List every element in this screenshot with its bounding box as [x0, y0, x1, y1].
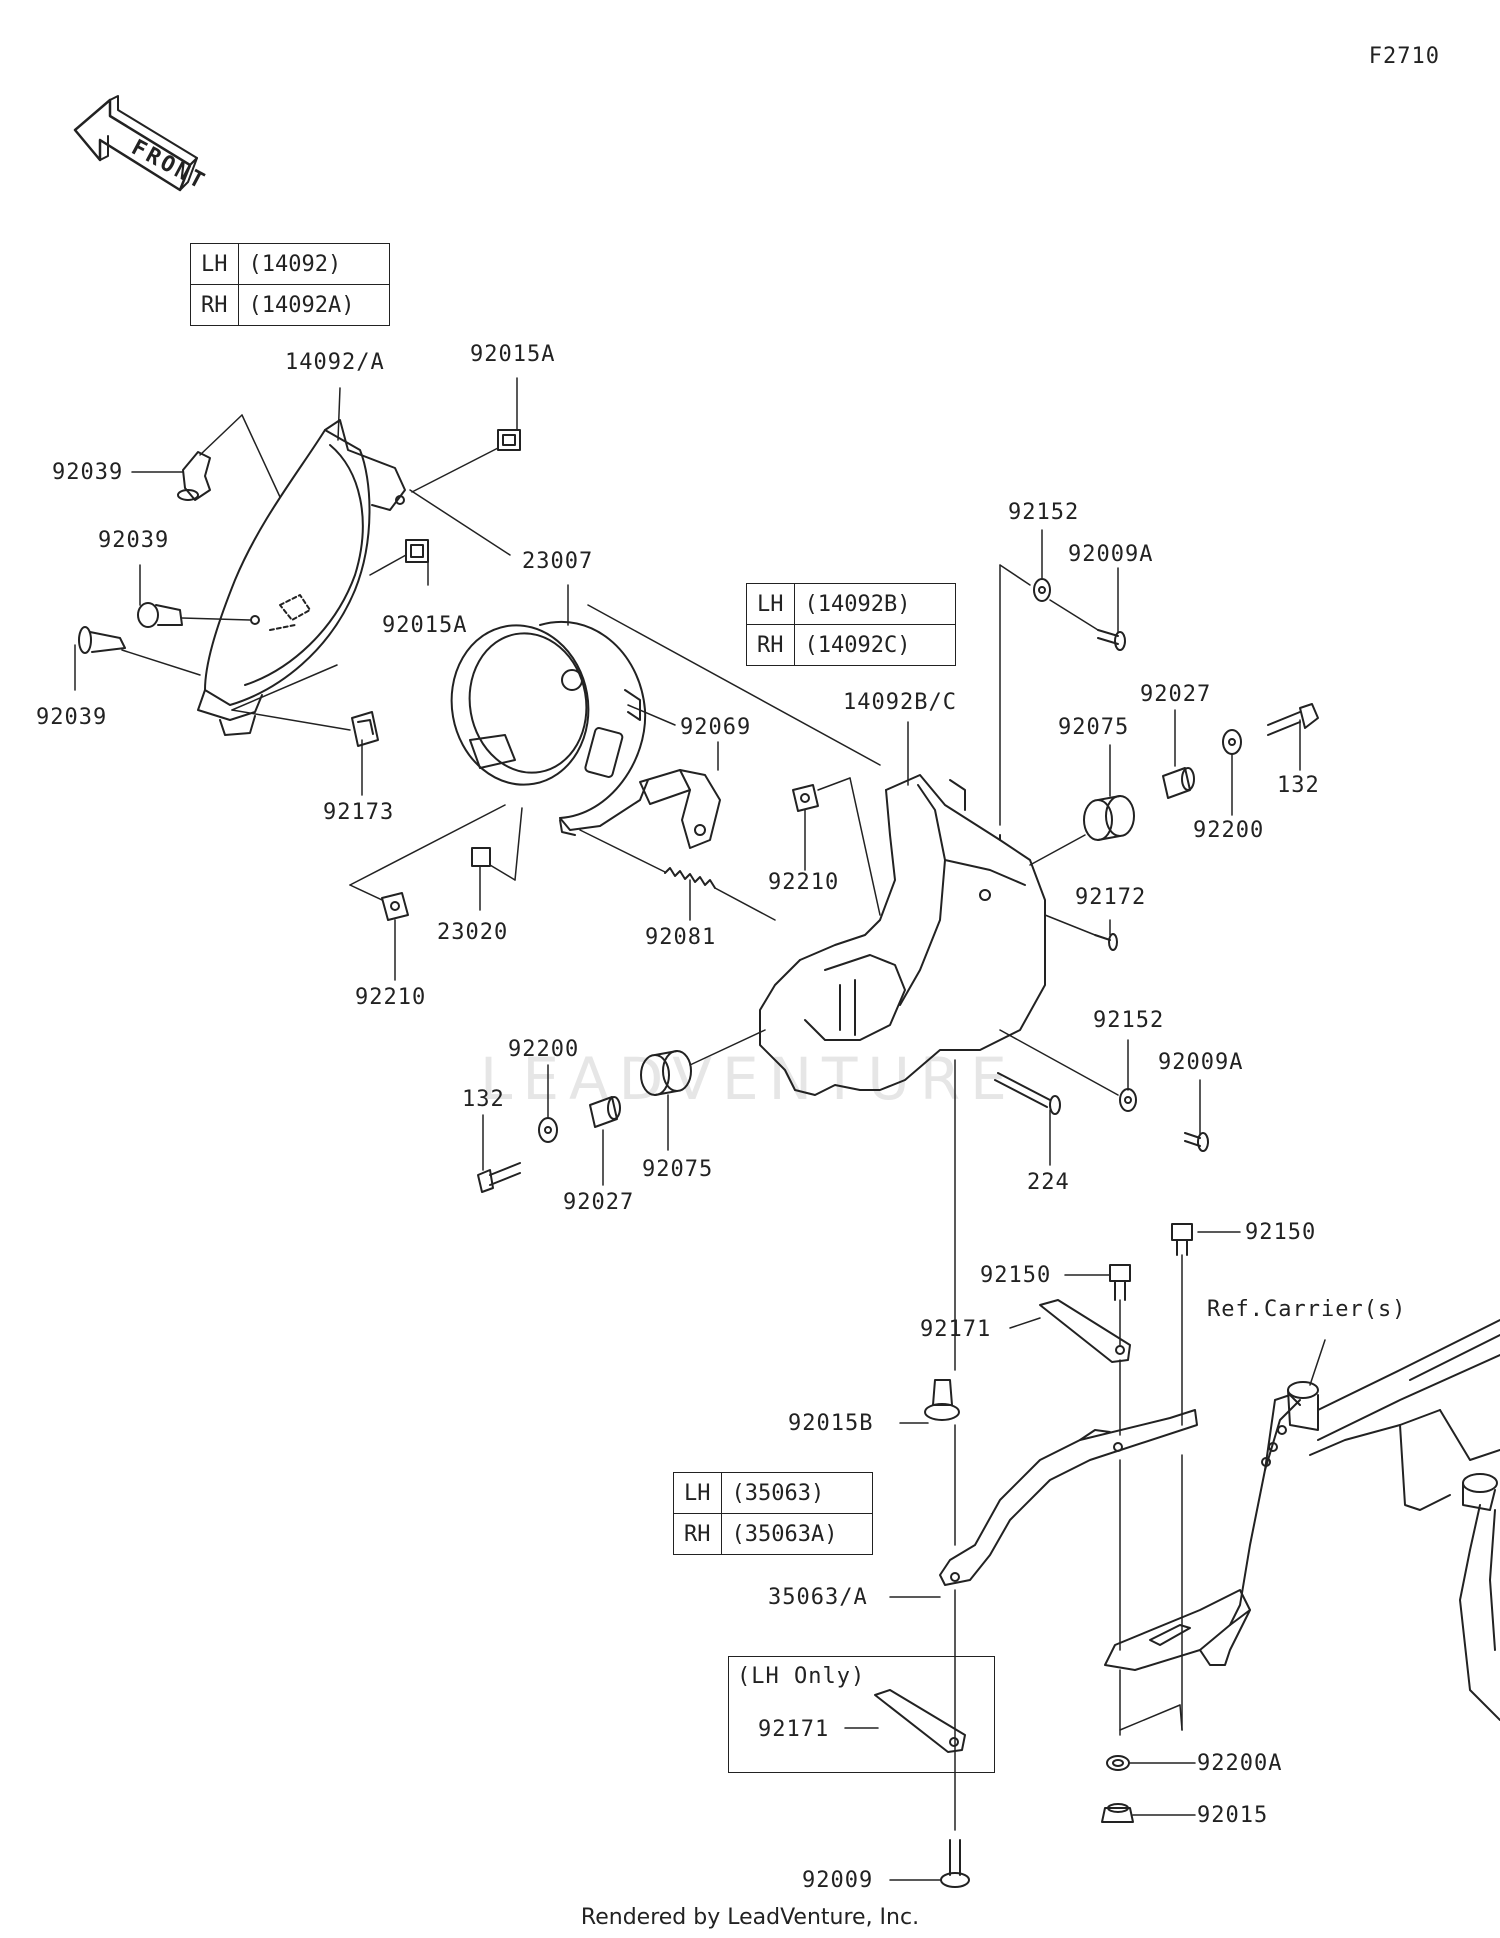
- part-label: 92171: [920, 1317, 992, 1342]
- bracket-35063-shape: [939, 1409, 1198, 1586]
- clip-92210-l: [381, 892, 409, 921]
- part-label: 92200A: [1197, 1751, 1283, 1776]
- headlight-unit-shape: [450, 620, 649, 836]
- part-label: 92173: [323, 800, 395, 825]
- part-label: 132: [462, 1087, 505, 1112]
- part-label: 92009: [802, 1868, 874, 1893]
- part-label: 92152: [1093, 1008, 1165, 1033]
- part-label: 14092/A: [285, 350, 385, 375]
- part-label: 92200: [508, 1037, 580, 1062]
- part-label: 92152: [1008, 500, 1080, 525]
- part-label: 132: [1277, 773, 1320, 798]
- clip-92210-c: [792, 784, 819, 812]
- pin-92039-b: [137, 602, 183, 628]
- bolt-132-l: [477, 1162, 521, 1193]
- screw-92009a-top: [1097, 629, 1126, 651]
- grommet-92075-l: [640, 1050, 692, 1096]
- part-label: 92200: [1193, 818, 1265, 843]
- table-cell-side: LH: [746, 583, 795, 625]
- part-label: 92027: [1140, 682, 1212, 707]
- strap-92171-lh: [874, 1689, 966, 1753]
- carrier-frame-shape: [1104, 1319, 1500, 1721]
- headlight-cover-shape: [759, 774, 1046, 1096]
- part-label: 92150: [1245, 1220, 1317, 1245]
- table-cell-side: LH: [673, 1472, 722, 1514]
- part-label: 92172: [1075, 885, 1147, 910]
- washer-92200a: [1106, 1755, 1130, 1771]
- leader-lines: [74, 377, 1326, 1881]
- bolt-92009: [940, 1839, 970, 1888]
- watermark: LEADVENTURE: [480, 1045, 1017, 1113]
- ref-carrier-label: Ref.Carrier(s): [1207, 1297, 1407, 1322]
- part-label: 23007: [522, 549, 594, 574]
- bolt-132-r: [1267, 703, 1319, 736]
- bolt-92150-l: [1109, 1264, 1131, 1301]
- collar-92027-r: [1162, 767, 1195, 799]
- clip-92015a-top: [497, 429, 521, 451]
- part-label: 92039: [98, 528, 170, 553]
- diagram-code: F2710: [1368, 44, 1440, 69]
- part-label: 92069: [680, 715, 752, 740]
- part-label: 92210: [768, 870, 840, 895]
- bulb-92069-shape: [639, 769, 721, 849]
- bolt-224: [994, 1072, 1061, 1115]
- table-cell-side: LH: [190, 243, 239, 285]
- part-label: 92075: [642, 1157, 714, 1182]
- bolt-92150-r: [1171, 1223, 1193, 1256]
- nut-92015: [1101, 1803, 1134, 1823]
- washer-92152-top: [1033, 578, 1051, 602]
- table-headlight-case: LH(14092) RH(14092A): [190, 243, 390, 326]
- spring-92081-shape: [664, 867, 716, 889]
- screw-92009a-b: [1184, 1132, 1209, 1152]
- clip-92015a-mid: [405, 539, 429, 563]
- table-bracket: LH(35063) RH(35063A): [673, 1472, 873, 1555]
- part-label: 23020: [437, 920, 509, 945]
- part-label: 92210: [355, 985, 427, 1010]
- lh-only-box: [728, 1656, 995, 1773]
- nut-23020: [471, 847, 491, 867]
- part-label: 92039: [52, 460, 124, 485]
- footer-credit: Rendered by LeadVenture, Inc.: [580, 1905, 920, 1930]
- part-label: 92009A: [1068, 542, 1154, 567]
- part-label: 92009A: [1158, 1050, 1244, 1075]
- table-cell-part: (14092C): [793, 624, 956, 666]
- part-label: 92015A: [470, 342, 556, 367]
- table-cell-side: RH: [746, 624, 795, 666]
- strap-92171-top: [1039, 1299, 1131, 1363]
- washer-92200-l: [538, 1117, 558, 1143]
- part-label: 35063/A: [768, 1585, 868, 1610]
- part-label: 92150: [980, 1263, 1052, 1288]
- collar-92027-l: [589, 1096, 621, 1128]
- table-cell-part: (14092A): [237, 284, 390, 326]
- clip-92173: [351, 711, 379, 747]
- pin-92039-a: [177, 451, 211, 501]
- part-label: 92027: [563, 1190, 635, 1215]
- pin-92039-c: [78, 626, 126, 654]
- grommet-92075-r: [1083, 795, 1135, 841]
- table-headlight-cover: LH(14092B) RH(14092C): [746, 583, 956, 666]
- table-cell-part: (35063): [720, 1472, 873, 1514]
- table-cell-side: RH: [190, 284, 239, 326]
- grommet-92015b: [924, 1379, 960, 1421]
- part-label: 224: [1027, 1170, 1070, 1195]
- washer-92152-b: [1119, 1088, 1137, 1112]
- table-cell-part: (35063A): [720, 1513, 873, 1555]
- headlight-case-shape: [197, 419, 406, 736]
- lh-only-label: (LH Only): [737, 1664, 866, 1689]
- part-label: 92015B: [788, 1411, 874, 1436]
- screw-92172: [1094, 933, 1118, 951]
- washer-92200-r: [1222, 729, 1242, 755]
- part-label: 92015A: [382, 613, 468, 638]
- table-cell-side: RH: [673, 1513, 722, 1555]
- part-label: 92171: [758, 1717, 830, 1742]
- part-label: 14092B/C: [843, 690, 957, 715]
- front-arrow-icon: [73, 95, 198, 192]
- part-label: 92015: [1197, 1803, 1269, 1828]
- part-label: 92081: [645, 925, 717, 950]
- table-cell-part: (14092): [237, 243, 390, 285]
- part-label: 92075: [1058, 715, 1130, 740]
- table-cell-part: (14092B): [793, 583, 956, 625]
- part-label: 92039: [36, 705, 108, 730]
